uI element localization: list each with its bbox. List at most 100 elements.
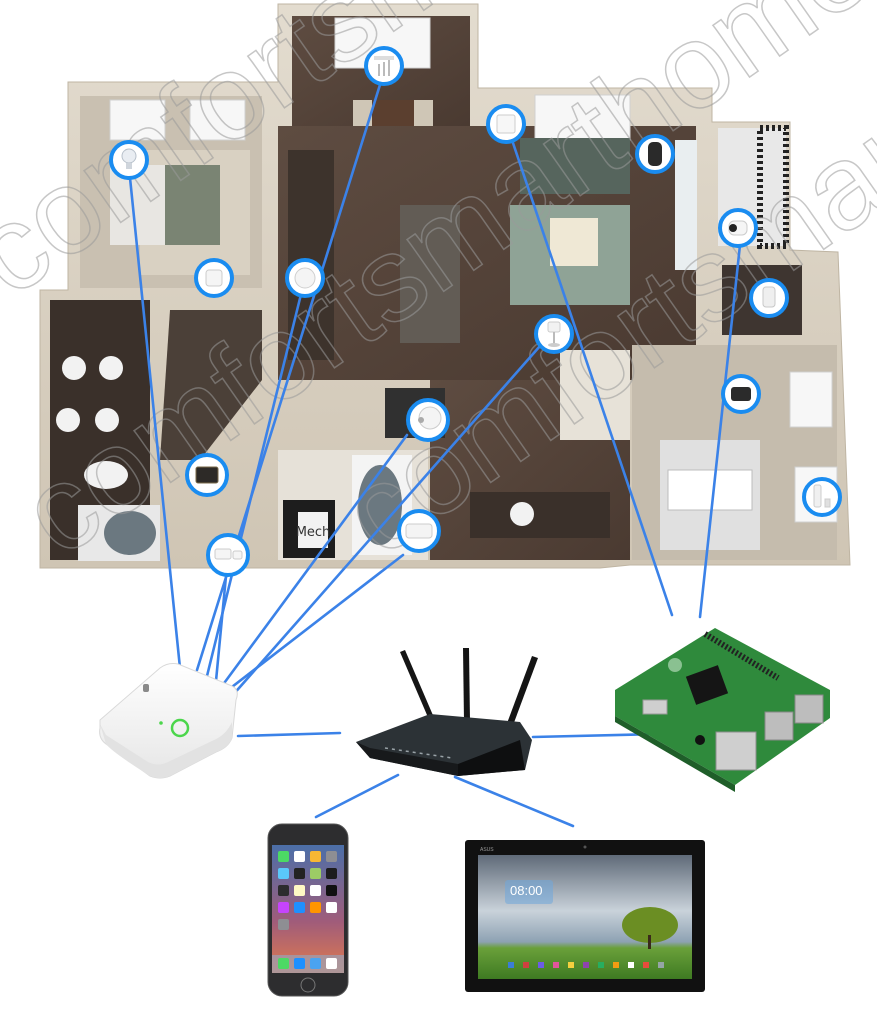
app-icon[interactable]: [598, 962, 604, 968]
safari-app-icon[interactable]: [294, 958, 305, 969]
tablet-dock: [508, 962, 664, 968]
tablet[interactable]: ASUS 08:00: [465, 840, 705, 992]
sensor-ir-blaster[interactable]: [721, 374, 761, 414]
app-icon[interactable]: [294, 902, 305, 913]
app-icon[interactable]: [583, 962, 589, 968]
sensor-water-leak[interactable]: [397, 509, 441, 553]
smartphone[interactable]: [267, 823, 349, 997]
sliding-door: [675, 140, 697, 270]
clock-widget: [505, 880, 553, 904]
window-right-1: [789, 371, 833, 428]
window-left-2: [189, 99, 246, 141]
app-icon[interactable]: [278, 885, 289, 896]
sensor-thermostat[interactable]: [185, 453, 229, 497]
wifi-router[interactable]: [356, 648, 538, 776]
app-icon[interactable]: [326, 868, 337, 879]
motion-sensor-icon: [205, 269, 223, 287]
mech-door: [298, 512, 328, 548]
usb-port-icon: [794, 694, 824, 724]
gateway-logo-icon: [143, 684, 149, 692]
wall-switch-icon: [496, 114, 516, 134]
sensor-badges: [109, 46, 842, 577]
app-icon[interactable]: [658, 962, 664, 968]
app-icon[interactable]: [294, 885, 305, 896]
sink-1: [62, 356, 86, 380]
app-icon[interactable]: [310, 885, 321, 896]
app-icon[interactable]: [278, 919, 289, 930]
status-led-icon: [170, 718, 190, 738]
cpu-chip-icon: [685, 665, 729, 705]
antenna-left-icon: [400, 650, 435, 722]
antenna-center-icon: [463, 648, 470, 722]
vanity-center: [470, 492, 610, 538]
link-camera-pi: [698, 243, 742, 619]
sensor-closet-valve[interactable]: [749, 278, 789, 318]
sensor-dining-curtain[interactable]: [364, 46, 404, 86]
link-router-phone: [314, 773, 400, 819]
app-icon[interactable]: [310, 851, 321, 862]
sensor-bedroom-sensor[interactable]: [194, 258, 234, 298]
sensor-balcony-camera[interactable]: [718, 208, 758, 248]
sensor-door-sensor[interactable]: [206, 533, 250, 577]
curtain-icon: [374, 56, 394, 76]
link-router-tablet: [453, 775, 575, 828]
tree-icon: [622, 907, 678, 943]
sensor-kitchen-smoke[interactable]: [285, 258, 325, 298]
music-app-icon[interactable]: [326, 958, 337, 969]
home-button[interactable]: [300, 977, 316, 993]
tablet-clock: 08:00: [510, 883, 543, 898]
sensor-living-speaker[interactable]: [635, 134, 675, 174]
app-icon[interactable]: [310, 868, 321, 879]
sofa: [520, 138, 630, 194]
balcony-rail: [757, 125, 789, 249]
app-icon[interactable]: [278, 868, 289, 879]
phone-app-icon[interactable]: [278, 958, 289, 969]
zigbee-gateway[interactable]: [99, 663, 238, 779]
sensor-living-switch[interactable]: [486, 104, 526, 144]
bed-left-sheet: [110, 165, 165, 245]
connections: [127, 70, 742, 828]
app-icon[interactable]: [294, 851, 305, 862]
raspberry-pi[interactable]: [615, 628, 830, 792]
link-motion-gateway: [230, 344, 542, 698]
sink-3: [56, 408, 80, 432]
camera-icon: [728, 220, 748, 236]
sink-center: [510, 502, 534, 526]
app-icon[interactable]: [294, 868, 305, 879]
app-icon[interactable]: [643, 962, 649, 968]
ethernet-port-icon: [715, 731, 757, 771]
app-icon[interactable]: [553, 962, 559, 968]
app-icon[interactable]: [523, 962, 529, 968]
raspberry-logo-icon: [668, 658, 682, 672]
living-window: [534, 94, 631, 141]
app-icon[interactable]: [310, 902, 321, 913]
link-plug-gateway: [220, 433, 409, 688]
usb-port-icon: [764, 711, 794, 741]
app-icon[interactable]: [613, 962, 619, 968]
app-icon[interactable]: [628, 962, 634, 968]
app-icon[interactable]: [508, 962, 514, 968]
link-gateway-router: [236, 731, 342, 738]
app-icon[interactable]: [278, 851, 289, 862]
sensor-window-sensor[interactable]: [802, 477, 842, 517]
sensor-bedroom-bulb[interactable]: [109, 140, 149, 180]
radiator-valve-icon: [762, 286, 776, 308]
indicator-dot-icon: [159, 721, 163, 725]
ir-remote-icon: [731, 387, 751, 401]
camera-dot-icon: [583, 845, 587, 849]
mail-app-icon[interactable]: [310, 958, 321, 969]
link-switch-pi: [510, 138, 674, 617]
closet-center: [560, 350, 630, 440]
app-icon[interactable]: [326, 885, 337, 896]
app-icon[interactable]: [326, 902, 337, 913]
app-icon[interactable]: [278, 902, 289, 913]
sink-2: [99, 356, 123, 380]
app-icon[interactable]: [538, 962, 544, 968]
light-bulb-icon: [121, 148, 137, 169]
sensor-hall-motion[interactable]: [534, 314, 574, 354]
app-icon[interactable]: [568, 962, 574, 968]
app-icon[interactable]: [326, 851, 337, 862]
audio-jack-icon: [695, 735, 705, 745]
sensor-bath-plug[interactable]: [406, 398, 450, 442]
